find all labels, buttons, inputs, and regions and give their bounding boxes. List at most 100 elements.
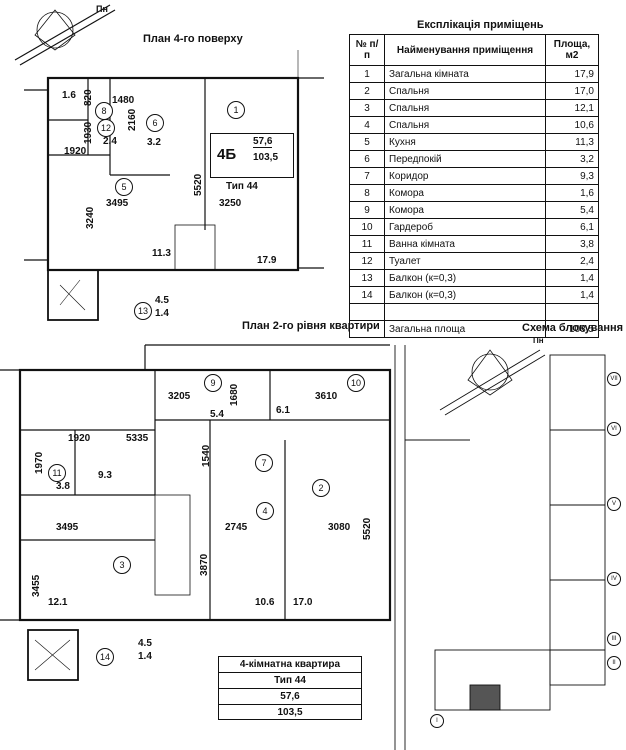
axis-marker: IV [607, 572, 621, 586]
row-name: Спальня [384, 99, 546, 117]
row-area: 1,6 [545, 184, 599, 202]
dim-label: 4.5 [138, 638, 152, 649]
header-num: № п/п [349, 34, 385, 66]
dim-label: 1480 [112, 95, 135, 106]
row-name: Туалет [384, 252, 546, 270]
dim-label: 9.3 [98, 470, 112, 481]
row-area: 1,4 [545, 269, 599, 287]
room-13-marker: 13 [134, 302, 152, 320]
apt-area-total: 103,5 [253, 152, 279, 163]
summary-line3: 57,6 [219, 689, 361, 705]
row-area: 17,0 [545, 82, 599, 100]
row-name: Спальня [384, 116, 546, 134]
room-3-marker: 3 [113, 556, 131, 574]
apt-area-living: 57,6 [253, 136, 273, 148]
axis-marker: VII [607, 372, 621, 386]
row-name: Комора [384, 184, 546, 202]
dim-label: 1970 [34, 451, 45, 474]
room-1-marker: 1 [227, 101, 245, 119]
row-num: 13 [349, 269, 385, 287]
scheme-title: Схема блокування [522, 322, 624, 334]
row-num: 10 [349, 218, 385, 236]
dim-label: 2160 [127, 108, 138, 131]
dim-label: 17.0 [293, 597, 313, 608]
block-scheme [394, 345, 606, 750]
dim-label: 5520 [362, 517, 373, 540]
row-num: 5 [349, 133, 385, 151]
row-name: Комора [384, 201, 546, 219]
plan2-walls [0, 344, 392, 681]
row-num: 8 [349, 184, 385, 202]
summary-line4: 103,5 [277, 707, 303, 718]
row-num: 7 [349, 167, 385, 185]
dim-label: 2.4 [103, 136, 117, 147]
row-num: 11 [349, 235, 385, 253]
room-5-marker: 5 [115, 178, 133, 196]
row-name: Спальня [384, 82, 546, 100]
dim-label: 3205 [168, 391, 191, 402]
dim-label: 2745 [225, 522, 248, 533]
row-name: Балкон (к=0,3) [384, 286, 546, 304]
row-name: Передпокій [384, 150, 546, 168]
dim-label: 3080 [328, 522, 351, 533]
row-area [545, 303, 599, 321]
dim-label: 3.8 [56, 481, 70, 492]
row-area: 2,4 [545, 252, 599, 270]
room-4-marker: 4 [256, 502, 274, 520]
row-name: Гардероб [384, 218, 546, 236]
explication-title: Експлікація приміщень [417, 19, 544, 31]
summary-line1: 4-кімнатна квартира [219, 657, 361, 673]
dim-label: 10.6 [255, 597, 275, 608]
apt-label-box: 4Б 57,6 103,5 [210, 133, 294, 178]
row-num: 4 [349, 116, 385, 134]
row-name: Балкон (к=0,3) [384, 269, 546, 287]
row-area: 6,1 [545, 218, 599, 236]
summary-line2: Тип 44 [219, 673, 361, 689]
axis-marker: II [607, 656, 621, 670]
dim-label: 3240 [85, 206, 96, 229]
dim-label: 3870 [199, 553, 210, 576]
header-area: Площа, м2 [545, 34, 599, 66]
apt-code: 4Б [217, 146, 237, 163]
row-area: 103,5 [545, 320, 599, 338]
row-name: Загальна кімната [384, 65, 546, 83]
dim-label: 1540 [201, 444, 212, 467]
dim-label: 3495 [56, 522, 79, 533]
dim-label: 1920 [64, 146, 87, 157]
dim-label: 1.4 [155, 308, 169, 319]
dim-label: 3455 [31, 574, 42, 597]
dim-label: 3.2 [147, 137, 161, 148]
row-area: 10,6 [545, 116, 599, 134]
room-7-marker: 7 [255, 454, 273, 472]
plan4-walls [24, 50, 324, 321]
axis-marker: I [430, 714, 444, 728]
north-arrow-top [14, 4, 116, 66]
row-name: Кухня [384, 133, 546, 151]
apt-type: Тип 44 [226, 181, 258, 192]
row-num: 6 [349, 150, 385, 168]
row-name: Коридор [384, 167, 546, 185]
dim-label: 5.4 [210, 409, 224, 420]
dim-label: 820 [83, 89, 94, 106]
row-name [384, 303, 546, 321]
row-name: Ванна кімната [384, 235, 546, 253]
dim-label: 6.1 [276, 405, 290, 416]
dim-label: 1.6 [62, 90, 76, 101]
row-num: 3 [349, 99, 385, 117]
row-area: 9,3 [545, 167, 599, 185]
dim-label: 1920 [68, 433, 91, 444]
dim-label: 3495 [106, 198, 129, 209]
dim-label: 1930 [83, 121, 94, 144]
